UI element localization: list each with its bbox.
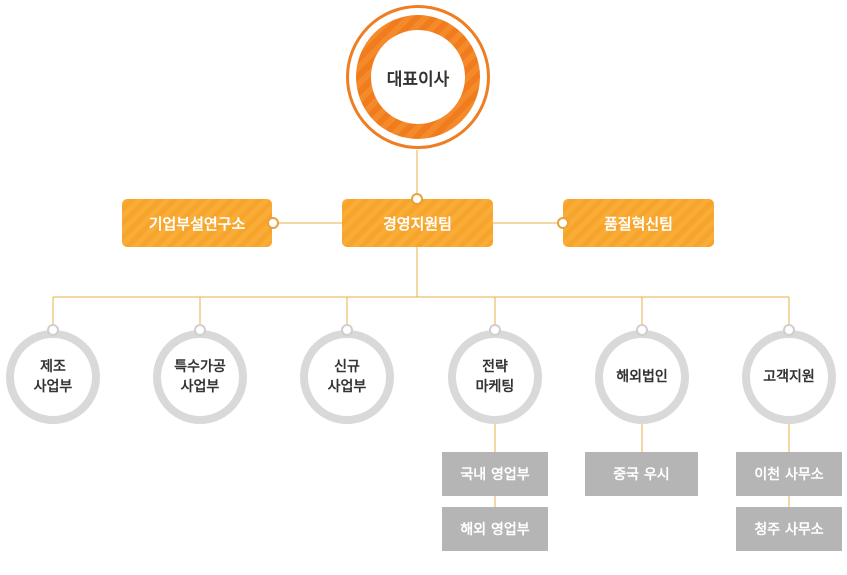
team-quality-innovation: 품질혁신팀 — [563, 199, 714, 247]
sub-cheongju-office: 청주 사무소 — [736, 507, 842, 551]
connector-dot — [489, 324, 501, 336]
division-overseas-corp: 해외법인 — [595, 330, 689, 424]
sub-overseas-sales: 해외 영업부 — [442, 507, 548, 551]
division-manufacturing: 제조 사업부 — [6, 330, 100, 424]
division-new-business: 신규 사업부 — [300, 330, 394, 424]
connector-dot — [47, 324, 59, 336]
division-special-processing: 특수가공 사업부 — [153, 330, 247, 424]
sub-china-wuxi: 중국 우시 — [585, 452, 698, 496]
connector-dot — [194, 324, 206, 336]
sub-icheon-office: 이천 사무소 — [736, 452, 842, 496]
ceo-node: 대표이사 — [346, 5, 490, 149]
connector-dot — [267, 217, 279, 229]
connector-dot — [341, 324, 353, 336]
division-strategic-marketing: 전략 마케팅 — [448, 330, 542, 424]
ceo-ring: 대표이사 — [356, 15, 480, 139]
division-customer-support: 고객지원 — [742, 330, 836, 424]
ceo-label: 대표이사 — [371, 30, 465, 124]
connector-dot — [783, 324, 795, 336]
connector-dot — [636, 324, 648, 336]
connector-dot — [557, 217, 569, 229]
connector-dot — [411, 193, 423, 205]
team-management-support: 경영지원팀 — [342, 199, 493, 247]
team-research-lab: 기업부설연구소 — [122, 199, 272, 247]
sub-domestic-sales: 국내 영업부 — [442, 452, 548, 496]
